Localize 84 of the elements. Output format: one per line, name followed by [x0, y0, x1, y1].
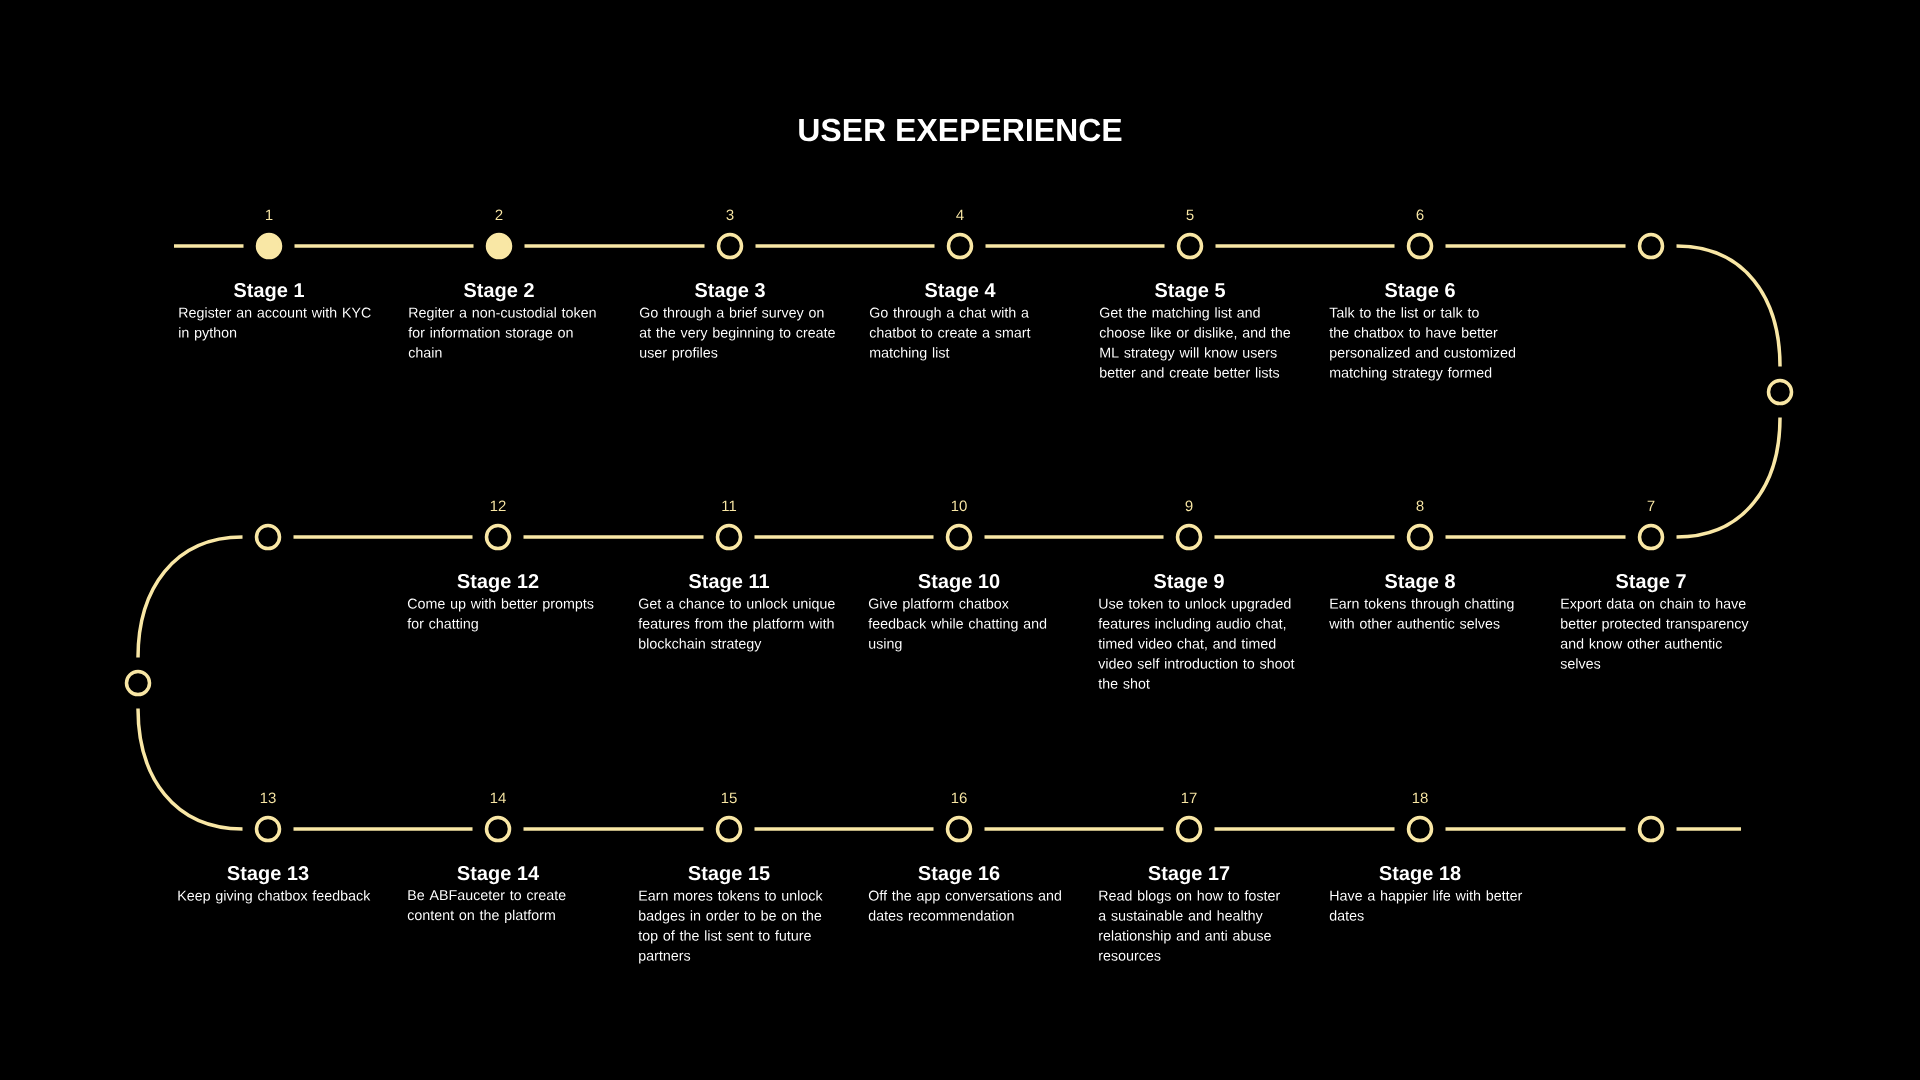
timeline-line	[1215, 244, 1395, 248]
stage-number: 4	[956, 209, 964, 220]
stage-heading: Stage 6	[1385, 283, 1455, 302]
stage-description: Keep giving chatbox feedback	[178, 890, 371, 904]
stage-description: Be ABFauceter to create content on the platform	[407, 890, 566, 923]
timeline-line	[984, 827, 1164, 831]
timeline-line	[174, 244, 244, 248]
timeline-line	[293, 827, 473, 831]
stage-number: 10	[951, 500, 967, 512]
stage-description: Come up with better prompts for chatting	[407, 598, 594, 632]
stage-number: 11	[722, 500, 737, 511]
curved-line	[1676, 244, 1782, 367]
stage-number: 12	[490, 500, 506, 511]
stage-number: 3	[726, 209, 734, 221]
curved-line	[136, 708, 243, 831]
stage-heading: Stage 7	[1616, 574, 1686, 593]
stage-number: 16	[951, 792, 967, 804]
milestone-circle	[1637, 815, 1665, 843]
stage-number: 2	[495, 209, 503, 220]
stage-description: Register an account with KYC in python	[179, 307, 371, 341]
timeline-line	[523, 827, 704, 831]
stage-description: Get a chance to unlock unique features from the platform with blockchain strategy	[638, 598, 835, 652]
stage-number: 7	[1647, 500, 1655, 511]
stage-description: Get the matching list and choose like or dislike, and the ML strategy will know users better and create better lists	[1099, 307, 1291, 378]
milestone-circle	[1766, 378, 1794, 406]
timeline-line	[524, 244, 705, 248]
stage-number: 17	[1181, 792, 1197, 803]
milestone-circle	[1637, 232, 1665, 260]
stage-heading: Stage 14	[457, 866, 539, 885]
timeline-line	[1214, 827, 1395, 831]
timeline-line	[754, 827, 934, 831]
stage-number: 1	[266, 209, 273, 220]
stage-heading: Stage 3	[695, 283, 765, 302]
timeline-line	[294, 244, 474, 248]
stage-heading: Stage 11	[689, 574, 770, 593]
stage-heading: Stage 5	[1155, 283, 1225, 302]
timeline-line	[985, 244, 1165, 248]
stage-number: 6	[1416, 209, 1424, 221]
stage-description: Off the app conversations and dates recommendation	[868, 890, 1061, 921]
timeline-line	[755, 244, 935, 248]
stage-description: Go through a brief survey on at the very beginning to create user profiles	[639, 307, 835, 361]
stage-number: 14	[490, 792, 506, 803]
stage-heading: Stage 13	[227, 866, 309, 885]
timeline-line	[523, 535, 704, 539]
stage-number: 13	[260, 792, 276, 804]
stage-heading: Stage 18	[1379, 866, 1461, 885]
stage-description: Use token to unlock upgraded features including audio chat, timed video chat, and timed video self introduction to shoot the shot	[1098, 598, 1295, 689]
stage-heading: Stage 2	[464, 283, 534, 302]
curved-line	[136, 535, 243, 658]
title: USER EXEPERIENCE	[799, 118, 1122, 142]
stage-heading: Stage 16	[918, 866, 1000, 885]
stage-number: 15	[721, 792, 737, 804]
timeline-line	[984, 535, 1164, 539]
stage-description: Earn tokens through chatting with other authentic selves	[1329, 598, 1514, 629]
stage-description: Go through a chat with a chatbot to create a smart matching list	[869, 307, 1031, 361]
stage-description: Have a happier life with better dates	[1329, 890, 1523, 921]
timeline-line	[754, 535, 934, 539]
stage-description: Read blogs on how to foster a sustainable and healthy relationship and anti abuse resources	[1098, 890, 1280, 961]
stage-heading: Stage 1	[234, 283, 304, 302]
stage-number: 9	[1185, 500, 1193, 512]
stage-number: 5	[1186, 209, 1194, 221]
stage-number: 18	[1412, 792, 1428, 804]
stage-heading: Stage 9	[1154, 574, 1224, 593]
stage-description: Export data on chain to have better protected transparency and know other authentic selves	[1560, 598, 1749, 669]
timeline-line	[1676, 827, 1741, 831]
stage-description: Regiter a non-custodial token for information storage on chain	[408, 307, 596, 358]
milestone-circle	[254, 523, 282, 551]
stage-number: 8	[1416, 500, 1424, 512]
stage-heading: Stage 10	[918, 574, 1000, 593]
stage-description: Talk to the list or talk to the chatbox to have better personalized and customized matching strategy formed	[1329, 307, 1516, 381]
stage-heading: Stage 12	[457, 574, 539, 593]
timeline-line	[1445, 827, 1626, 831]
stage-description: Give platform chatbox feedback while chatting and using	[868, 598, 1047, 652]
stage-heading: Stage 15	[688, 866, 770, 885]
stage-description: Earn mores tokens to unlock badges in order to be on the top of the list sent to future partners	[638, 890, 823, 964]
timeline-line	[1445, 244, 1626, 248]
milestone-circle	[124, 669, 152, 697]
stage-heading: Stage 17	[1148, 866, 1230, 885]
timeline-line	[1214, 535, 1395, 539]
stage-heading: Stage 4	[925, 283, 996, 302]
timeline-line	[1445, 535, 1626, 539]
timeline-line	[293, 535, 473, 539]
stage-heading: Stage 8	[1385, 574, 1455, 593]
curved-line	[1676, 417, 1782, 539]
